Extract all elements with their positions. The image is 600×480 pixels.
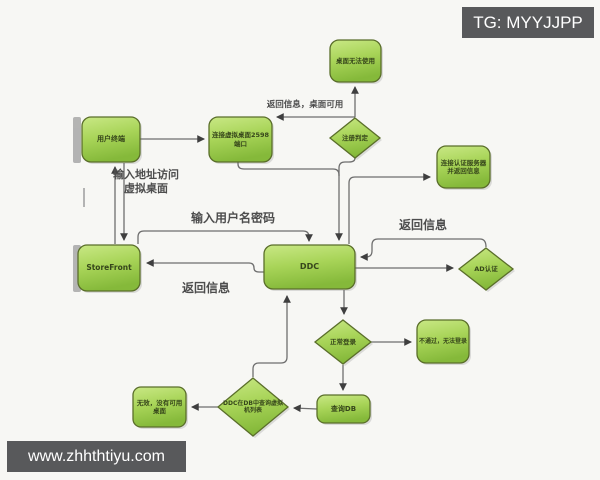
ddc-shape <box>263 244 356 290</box>
node-shadows <box>80 42 515 438</box>
connect-auth-server-shape <box>436 145 491 189</box>
ddc-query-vm-list-shape <box>216 377 290 437</box>
edge-query-db-to-vm-list <box>292 404 318 413</box>
ad-auth-shape <box>457 247 515 291</box>
watermark: www.zhhthtiyu.com <box>7 441 186 472</box>
desktop-unusable-shape <box>329 39 382 83</box>
storefront-shape <box>77 244 141 292</box>
edge-connect-vd-to-ddc <box>237 162 343 242</box>
register-check-shape <box>328 117 382 159</box>
user-terminal-shape <box>81 116 141 163</box>
edge-register-check-join <box>338 157 356 176</box>
edge-ddc-to-auth-server <box>348 173 432 244</box>
edge-vm-list-to-ddc <box>252 294 291 377</box>
normal-login-shape <box>313 319 373 365</box>
tg-badge: TG: MYYJJPP <box>462 7 594 38</box>
edge-ddc-to-storefront <box>145 259 264 273</box>
edge-ad-auth-to-ddc <box>359 238 487 261</box>
node-shapes <box>77 39 515 437</box>
connectors <box>111 85 487 413</box>
side-bar-user-terminal <box>73 117 81 163</box>
login-fail-shape <box>416 319 470 364</box>
stray-mark <box>83 188 85 207</box>
invalid-no-desktop-shape <box>132 386 187 428</box>
query-db-shape <box>316 394 371 424</box>
connect-virtual-desktop-shape <box>208 116 273 163</box>
edge-storefront-to-ddc <box>137 230 313 244</box>
